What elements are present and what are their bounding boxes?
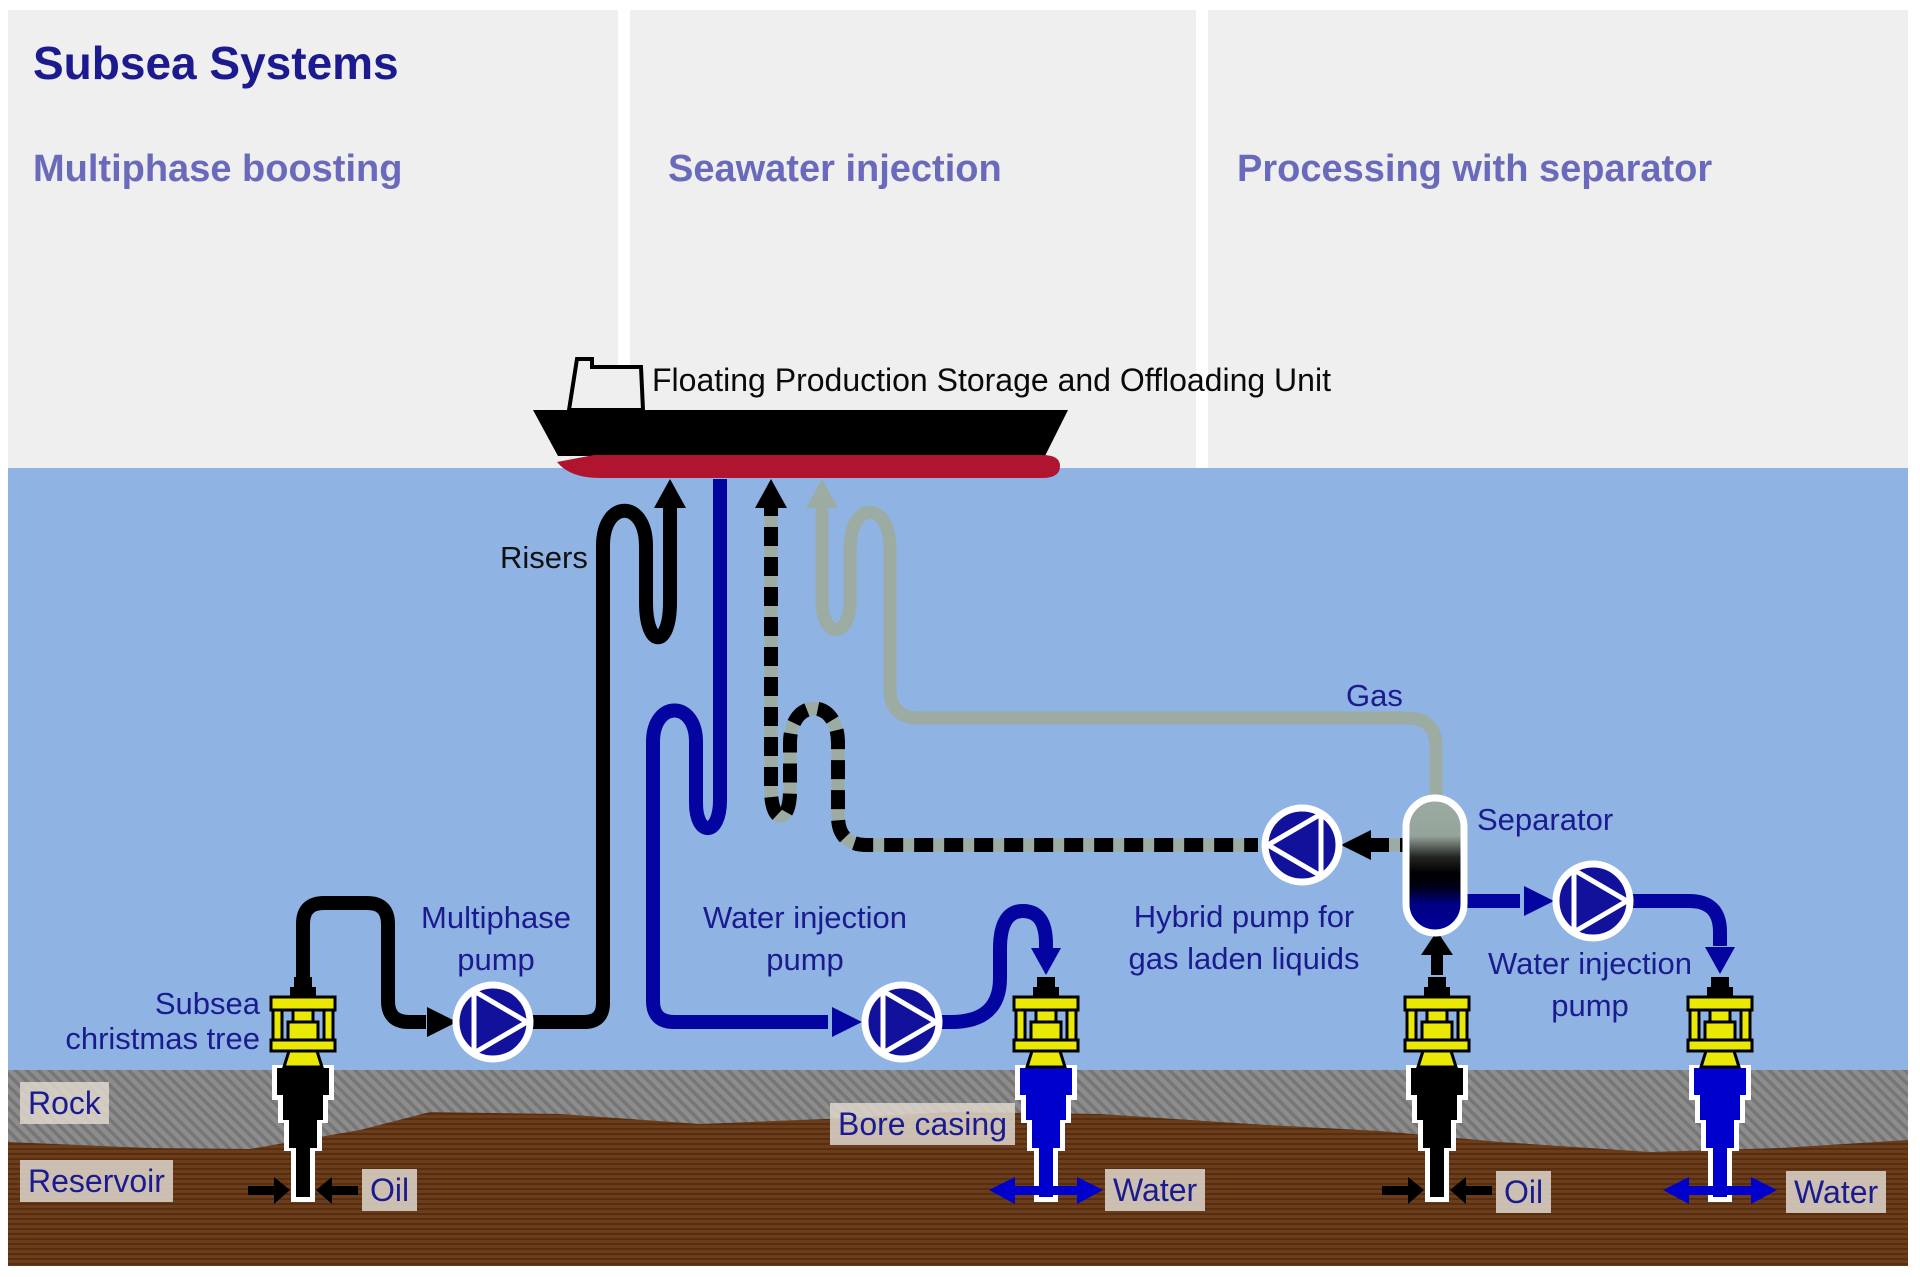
tree-label-line1: Subsea <box>154 986 260 1021</box>
oil-label-left: Oil <box>362 1169 418 1211</box>
gas-label: Gas <box>1346 678 1403 713</box>
separator-vessel-icon <box>1402 794 1468 937</box>
hybrid-pump-icon <box>1265 808 1339 882</box>
page-title: Subsea Systems <box>33 37 399 89</box>
separated-water-flowline <box>1458 894 1727 946</box>
water-injection-pump-mid-label: Water injection pump <box>703 897 907 981</box>
multiphase-pump-icon <box>456 985 530 1059</box>
tree-label-line2: christmas tree <box>65 1021 260 1057</box>
water-injection-pump-mid-icon <box>865 985 939 1059</box>
subsea-christmas-tree-label: Subsea christmas tree <box>20 986 260 1057</box>
sky-panel <box>8 10 1908 468</box>
hybrid-pump-label-line1: Hybrid pump for <box>1133 899 1355 934</box>
water-injection-pump-right-label: Water injection pump <box>1488 943 1692 1027</box>
riser-arrow-black <box>654 479 686 508</box>
gas-laden-liquid-flowline <box>764 497 1404 852</box>
water-injection-pump-right-icon <box>1556 864 1630 938</box>
arrow-into-water-pump-mid <box>832 1007 862 1037</box>
water-label-right: Water <box>1786 1171 1887 1213</box>
reservoir-label: Reservoir <box>20 1160 173 1202</box>
arrow-into-hybrid-pump <box>1341 830 1371 860</box>
section-header-seawater-injection: Seawater injection <box>668 148 1002 190</box>
section-header-processing: Processing with separator <box>1237 148 1713 190</box>
bore-casing-label: Bore casing <box>830 1103 1015 1145</box>
water-label-mid: Water <box>1105 1169 1206 1211</box>
arrow-into-separator <box>1421 931 1453 975</box>
section-header-multiphase-boosting: Multiphase boosting <box>33 148 403 190</box>
hybrid-pump-label: Hybrid pump for gas laden liquids <box>1129 896 1360 980</box>
ship-keel-red <box>557 455 1060 478</box>
fpso-label: Floating Production Storage and Offloadi… <box>652 362 1331 398</box>
arrow-into-bore-casing <box>1031 948 1061 975</box>
multiphase-pump-label: Multiphase pump <box>421 897 571 981</box>
seawater-injection-flowline <box>646 479 1053 1029</box>
risers-label: Risers <box>500 540 588 575</box>
wip-mid-label-line1: Water injection <box>703 900 907 935</box>
column-divider-2 <box>1196 10 1208 468</box>
rock-label: Rock <box>20 1082 109 1124</box>
sea-water <box>8 468 1908 1070</box>
fpso-ship-icon <box>533 357 1068 478</box>
riser-arrow-dashed <box>755 479 787 508</box>
hybrid-pump-label-line2: gas laden liquids <box>1128 940 1360 976</box>
ship-hull <box>533 410 1068 456</box>
oil-label-right: Oil <box>1496 1171 1552 1213</box>
column-divider-1 <box>618 10 630 468</box>
wip-right-label-line2: pump <box>1551 987 1629 1023</box>
gas-flowline <box>815 497 1443 796</box>
ship-superstructure <box>566 357 646 412</box>
riser-arrow-gas <box>806 479 838 508</box>
arrow-into-multiphase-pump <box>427 1007 457 1037</box>
wip-right-label-line1: Water injection <box>1488 946 1692 981</box>
wip-mid-label-line2: pump <box>766 941 844 977</box>
multiphase-pump-label-line2: pump <box>457 941 535 977</box>
separator-label: Separator <box>1477 802 1614 837</box>
multiphase-pump-label-line1: Multiphase <box>421 900 571 935</box>
arrow-into-well-right <box>1705 947 1735 974</box>
multiphase-flowline <box>296 503 677 1029</box>
arrow-into-water-pump-right <box>1524 886 1554 916</box>
